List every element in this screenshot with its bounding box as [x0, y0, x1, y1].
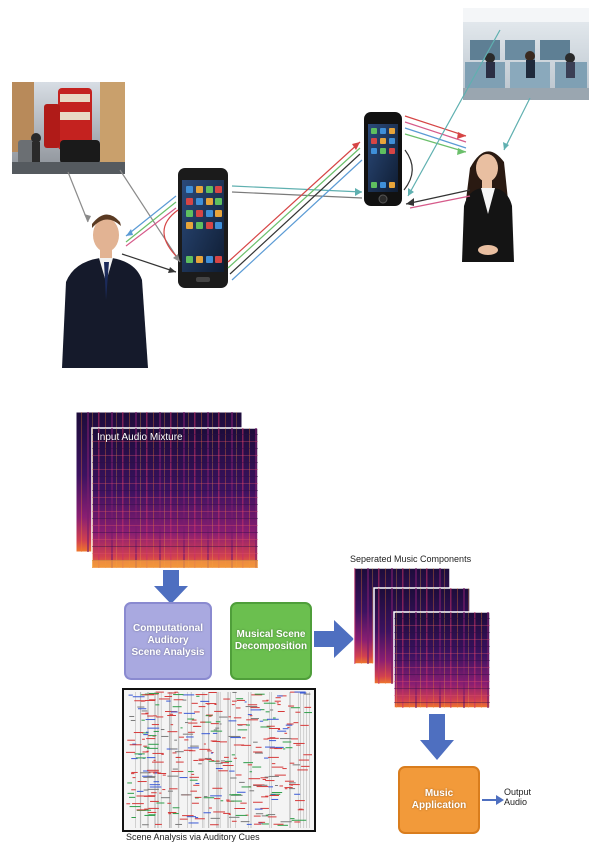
music-application-box: Music Application [398, 766, 480, 834]
output-arrow [482, 795, 504, 805]
signal-arrows [67, 29, 531, 281]
casa-box: Computational Auditory Scene Analysis [124, 602, 212, 680]
office-photo [463, 8, 589, 100]
street-scene-photo [12, 82, 125, 174]
scene-analysis-caption: Scene Analysis via Auditory Cues [126, 832, 260, 842]
down-arrow-1 [154, 570, 188, 604]
separated-components-spectrograms [353, 567, 491, 709]
msd-line-1: Musical Scene [236, 629, 306, 640]
musical-scene-decomposition-box: Musical Scene Decomposition [230, 602, 312, 680]
music-app-line-1: Music [424, 788, 454, 799]
separated-components-label: Seperated Music Components [350, 554, 472, 564]
arrow-heads [84, 132, 509, 273]
input-audio-spectrogram [75, 411, 259, 569]
casa-line-1: Computational [132, 623, 203, 634]
iphone-smartphone [364, 112, 402, 206]
man-in-suit [62, 214, 148, 368]
right-arrow-1 [314, 620, 354, 658]
scene-analysis-cue-plot [122, 688, 316, 832]
communication-scene [12, 8, 589, 368]
msd-line-2: Decomposition [234, 641, 308, 652]
output-line-2: Audio [504, 797, 528, 807]
woman-in-suit [462, 151, 514, 262]
casa-line-2: Auditory [147, 635, 189, 646]
output-line-1: Output [504, 787, 532, 797]
output-audio-label: Output Audio [504, 787, 531, 807]
input-audio-label: Input Audio Mixture [97, 432, 183, 443]
music-app-line-2: Application [411, 800, 467, 811]
casa-line-3: Scene Analysis [131, 647, 205, 658]
android-smartphone [178, 168, 228, 288]
down-arrow-2 [420, 714, 454, 760]
